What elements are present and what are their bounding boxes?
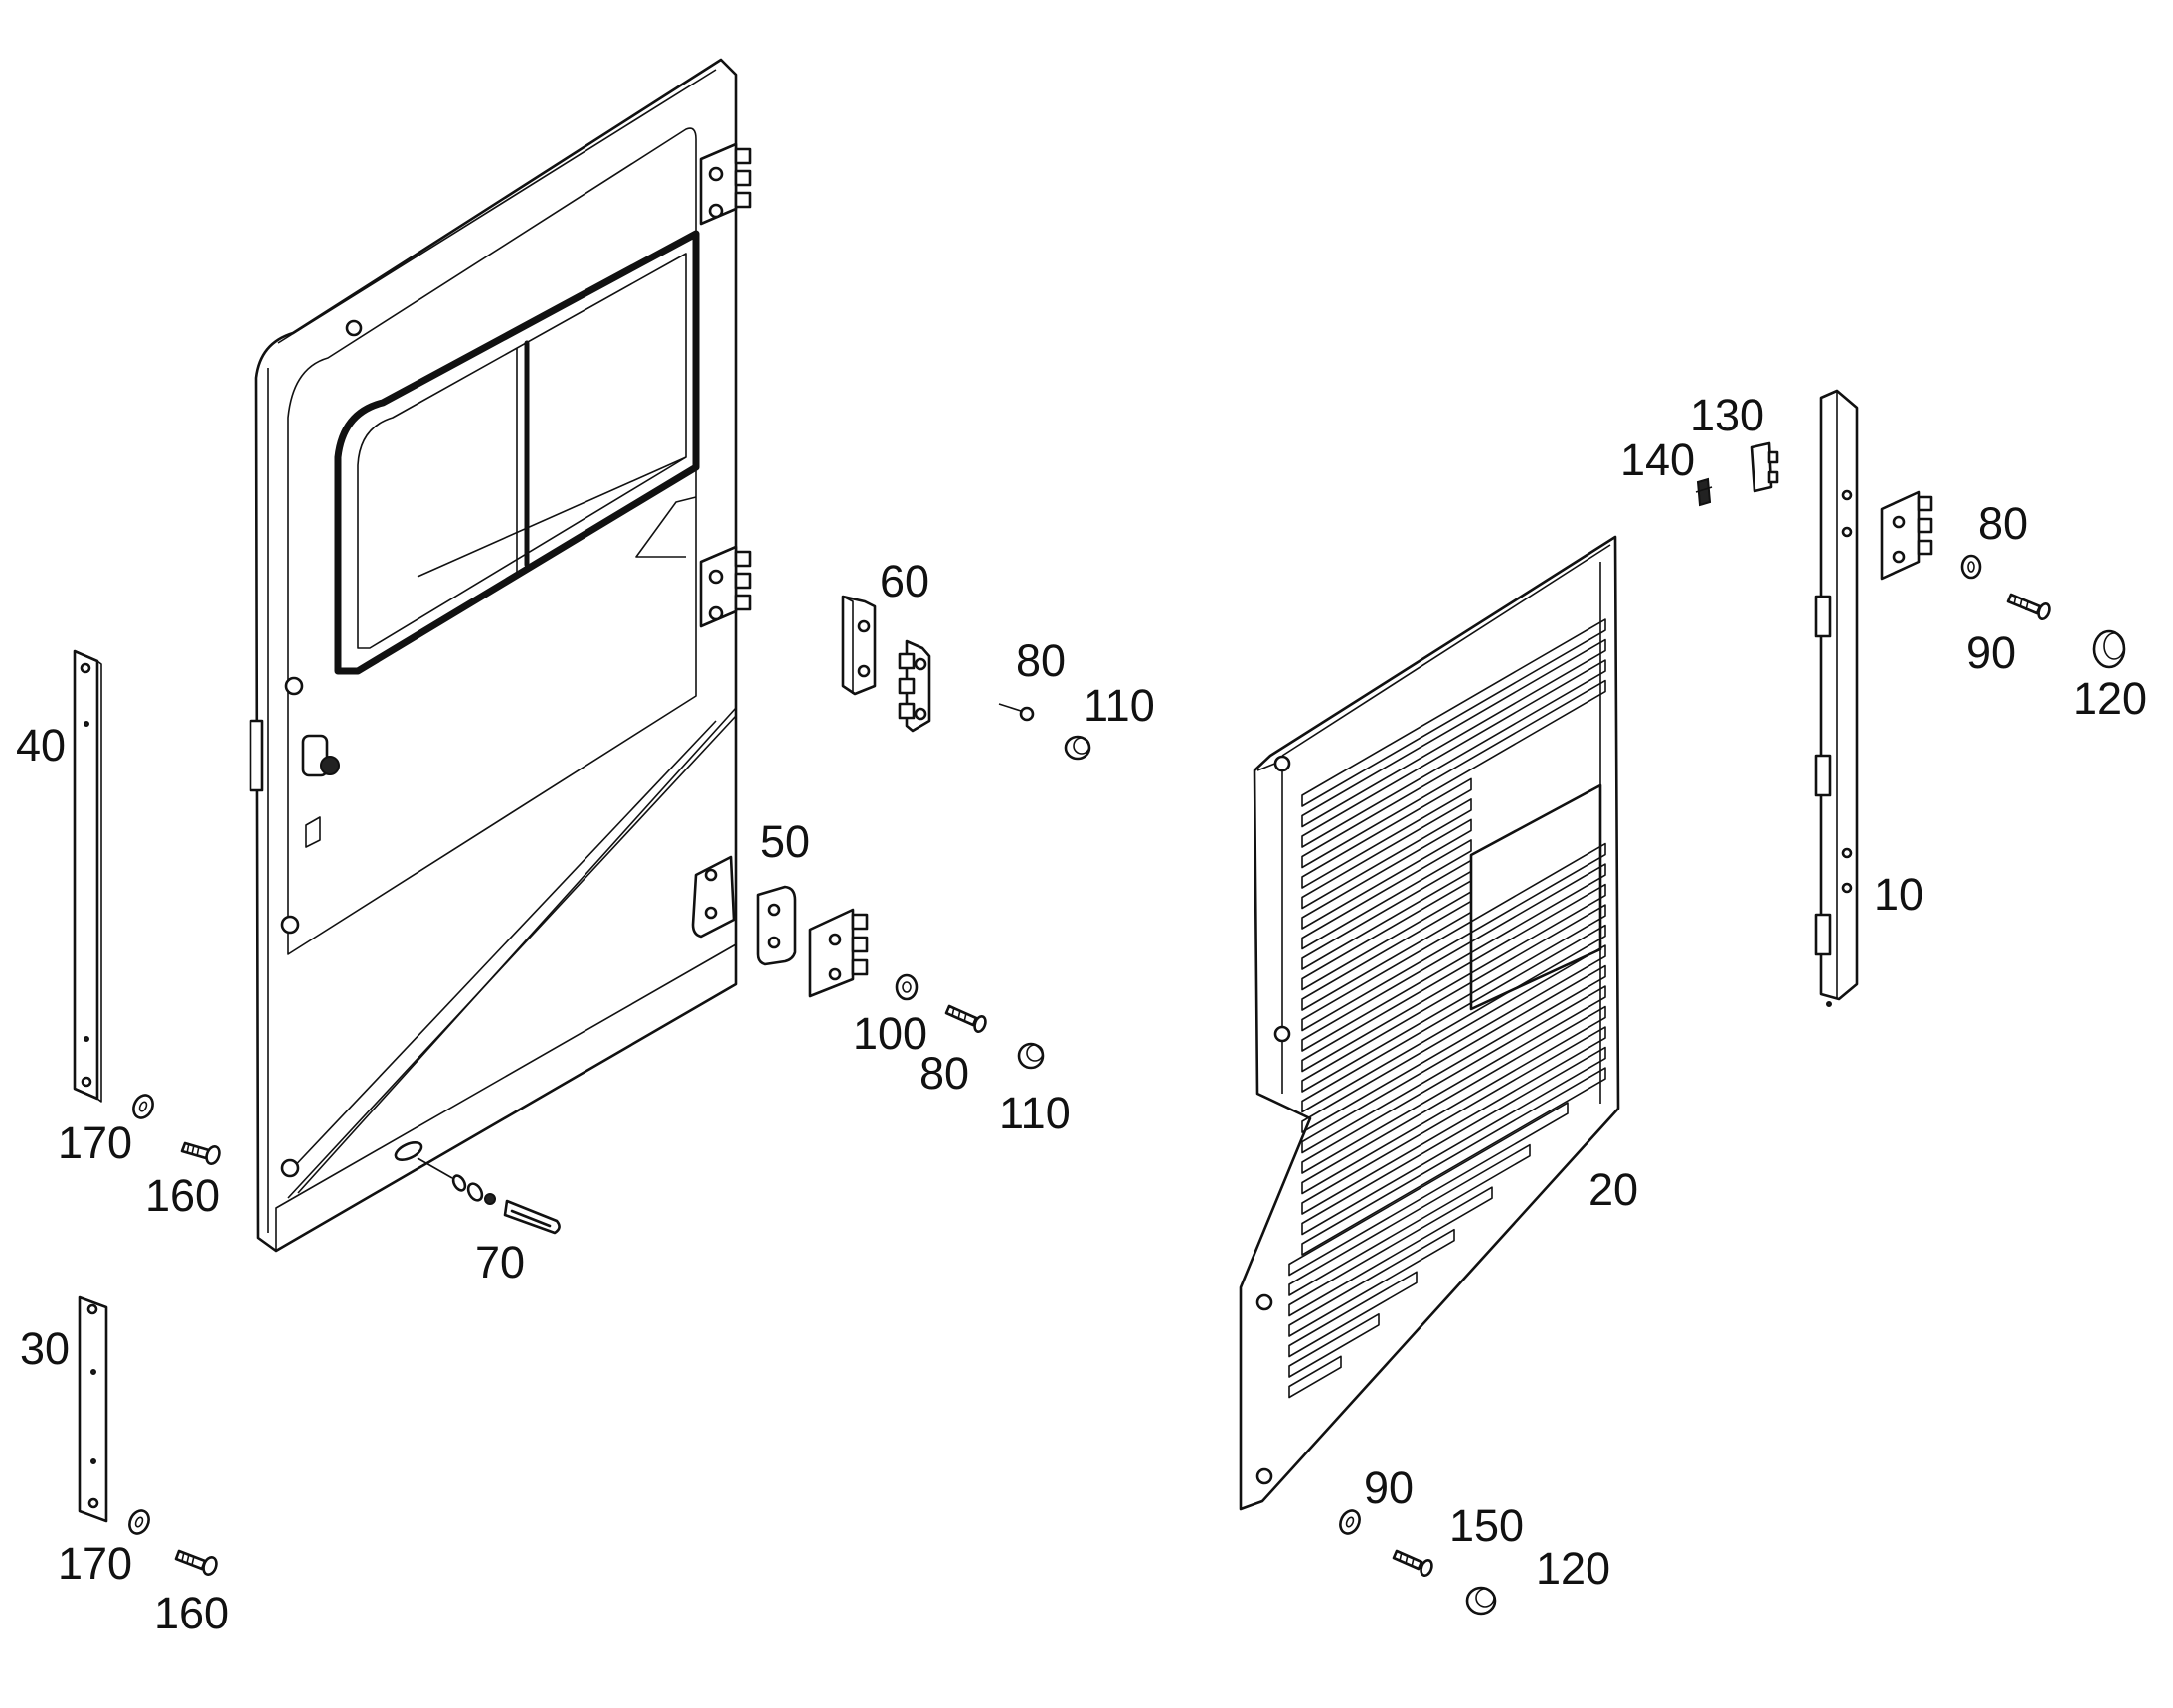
grille-slot bbox=[1301, 859, 1472, 970]
callout-140: 140 bbox=[1620, 434, 1695, 485]
callout-170-upper: 170 bbox=[58, 1117, 132, 1168]
grille-slot bbox=[1301, 659, 1606, 848]
part-20-grille-panel bbox=[1239, 535, 1620, 1511]
callout-80-lower: 80 bbox=[919, 1048, 969, 1099]
washer-90-bottom bbox=[1339, 1509, 1361, 1535]
grille-slot bbox=[1288, 1271, 1418, 1358]
grille-slot bbox=[1301, 679, 1606, 869]
part-40-strip bbox=[73, 649, 102, 1103]
callout-90-right: 90 bbox=[1966, 627, 2016, 678]
part-130-clip bbox=[1750, 441, 1779, 493]
grille-slot bbox=[1301, 638, 1606, 828]
screw-160-upper bbox=[180, 1141, 221, 1166]
grille-slot bbox=[1288, 1143, 1531, 1296]
washer-100 bbox=[895, 973, 919, 1001]
callout-40: 40 bbox=[16, 720, 66, 770]
washer-80-right bbox=[1960, 554, 1982, 580]
callout-150: 150 bbox=[1449, 1500, 1524, 1551]
grille-slot bbox=[1288, 1102, 1569, 1277]
grille-slot bbox=[1301, 618, 1606, 807]
grille-slot bbox=[1301, 900, 1472, 1011]
callout-100: 100 bbox=[853, 1008, 927, 1059]
grille-slot bbox=[1301, 1026, 1606, 1215]
callout-120-bottom: 120 bbox=[1536, 1543, 1610, 1594]
part-70-assembly bbox=[417, 1157, 561, 1235]
grille-slot bbox=[1288, 1313, 1380, 1378]
callout-30: 30 bbox=[20, 1323, 70, 1374]
callout-90-bottom: 90 bbox=[1364, 1462, 1414, 1513]
grille-slot bbox=[1301, 1067, 1606, 1256]
grille-slot bbox=[1288, 1186, 1493, 1317]
grille-slots bbox=[1288, 618, 1606, 1399]
grille-slot bbox=[1301, 1005, 1606, 1195]
door-hinge-lower bbox=[699, 545, 752, 628]
cap-110-lower bbox=[1017, 1042, 1045, 1070]
callout-50: 50 bbox=[760, 816, 810, 867]
callout-60: 60 bbox=[880, 556, 929, 606]
screw-150 bbox=[1392, 1549, 1433, 1578]
grille-slot bbox=[1301, 904, 1606, 1093]
callout-160-lower: 160 bbox=[154, 1588, 229, 1638]
screw-160-lower bbox=[174, 1549, 218, 1577]
screw-80-upper bbox=[998, 703, 1035, 722]
door-latch bbox=[249, 719, 340, 848]
washer-170-lower bbox=[128, 1509, 150, 1535]
grille-slot bbox=[1301, 880, 1472, 991]
cap-120-right bbox=[2092, 629, 2126, 669]
grille-slot bbox=[1301, 839, 1472, 950]
callout-110-upper: 110 bbox=[1084, 680, 1155, 731]
callout-80-upper: 80 bbox=[1016, 635, 1066, 686]
grille-slot bbox=[1301, 798, 1472, 910]
hinge-right bbox=[1880, 490, 1933, 581]
grille-slot bbox=[1301, 924, 1606, 1113]
grille-slot bbox=[1301, 842, 1606, 1032]
grille-slot bbox=[1301, 818, 1472, 930]
cap-110-upper bbox=[1064, 735, 1091, 761]
screw-80-lower bbox=[944, 1004, 987, 1034]
washer-170-upper bbox=[132, 1094, 154, 1119]
cab-door bbox=[249, 58, 752, 1253]
callout-160-upper: 160 bbox=[145, 1170, 220, 1221]
callout-80-right: 80 bbox=[1978, 498, 2028, 549]
callout-10: 10 bbox=[1874, 869, 1923, 920]
part-10-post bbox=[1814, 389, 1859, 1007]
door-window bbox=[334, 230, 700, 675]
cap-120-bottom bbox=[1465, 1586, 1497, 1616]
hinge-part-50 bbox=[808, 908, 869, 998]
part-140-screw bbox=[1695, 477, 1713, 507]
callout-120-right: 120 bbox=[2073, 673, 2147, 724]
grille-slot bbox=[1301, 883, 1606, 1073]
part-50-pad bbox=[756, 885, 797, 966]
door-hinge-upper bbox=[699, 142, 752, 226]
grille-slot bbox=[1301, 777, 1472, 889]
grille-slot bbox=[1288, 1228, 1455, 1337]
part-30-strip bbox=[78, 1295, 108, 1523]
grille-slot bbox=[1301, 985, 1606, 1174]
grille-slot bbox=[1301, 1046, 1606, 1236]
callout-70: 70 bbox=[475, 1237, 525, 1287]
screw-90-right bbox=[2006, 593, 2051, 621]
hinge-part-60 bbox=[898, 639, 931, 733]
grille-slot bbox=[1301, 964, 1606, 1154]
callout-110-lower: 110 bbox=[999, 1088, 1071, 1138]
grille-slot bbox=[1288, 1355, 1342, 1399]
callout-170-lower: 170 bbox=[58, 1538, 132, 1589]
callout-130: 130 bbox=[1690, 390, 1764, 440]
grille-slot bbox=[1301, 863, 1606, 1052]
grille-slot bbox=[1301, 944, 1606, 1133]
callout-20: 20 bbox=[1588, 1164, 1638, 1215]
part-60-block bbox=[841, 595, 877, 696]
